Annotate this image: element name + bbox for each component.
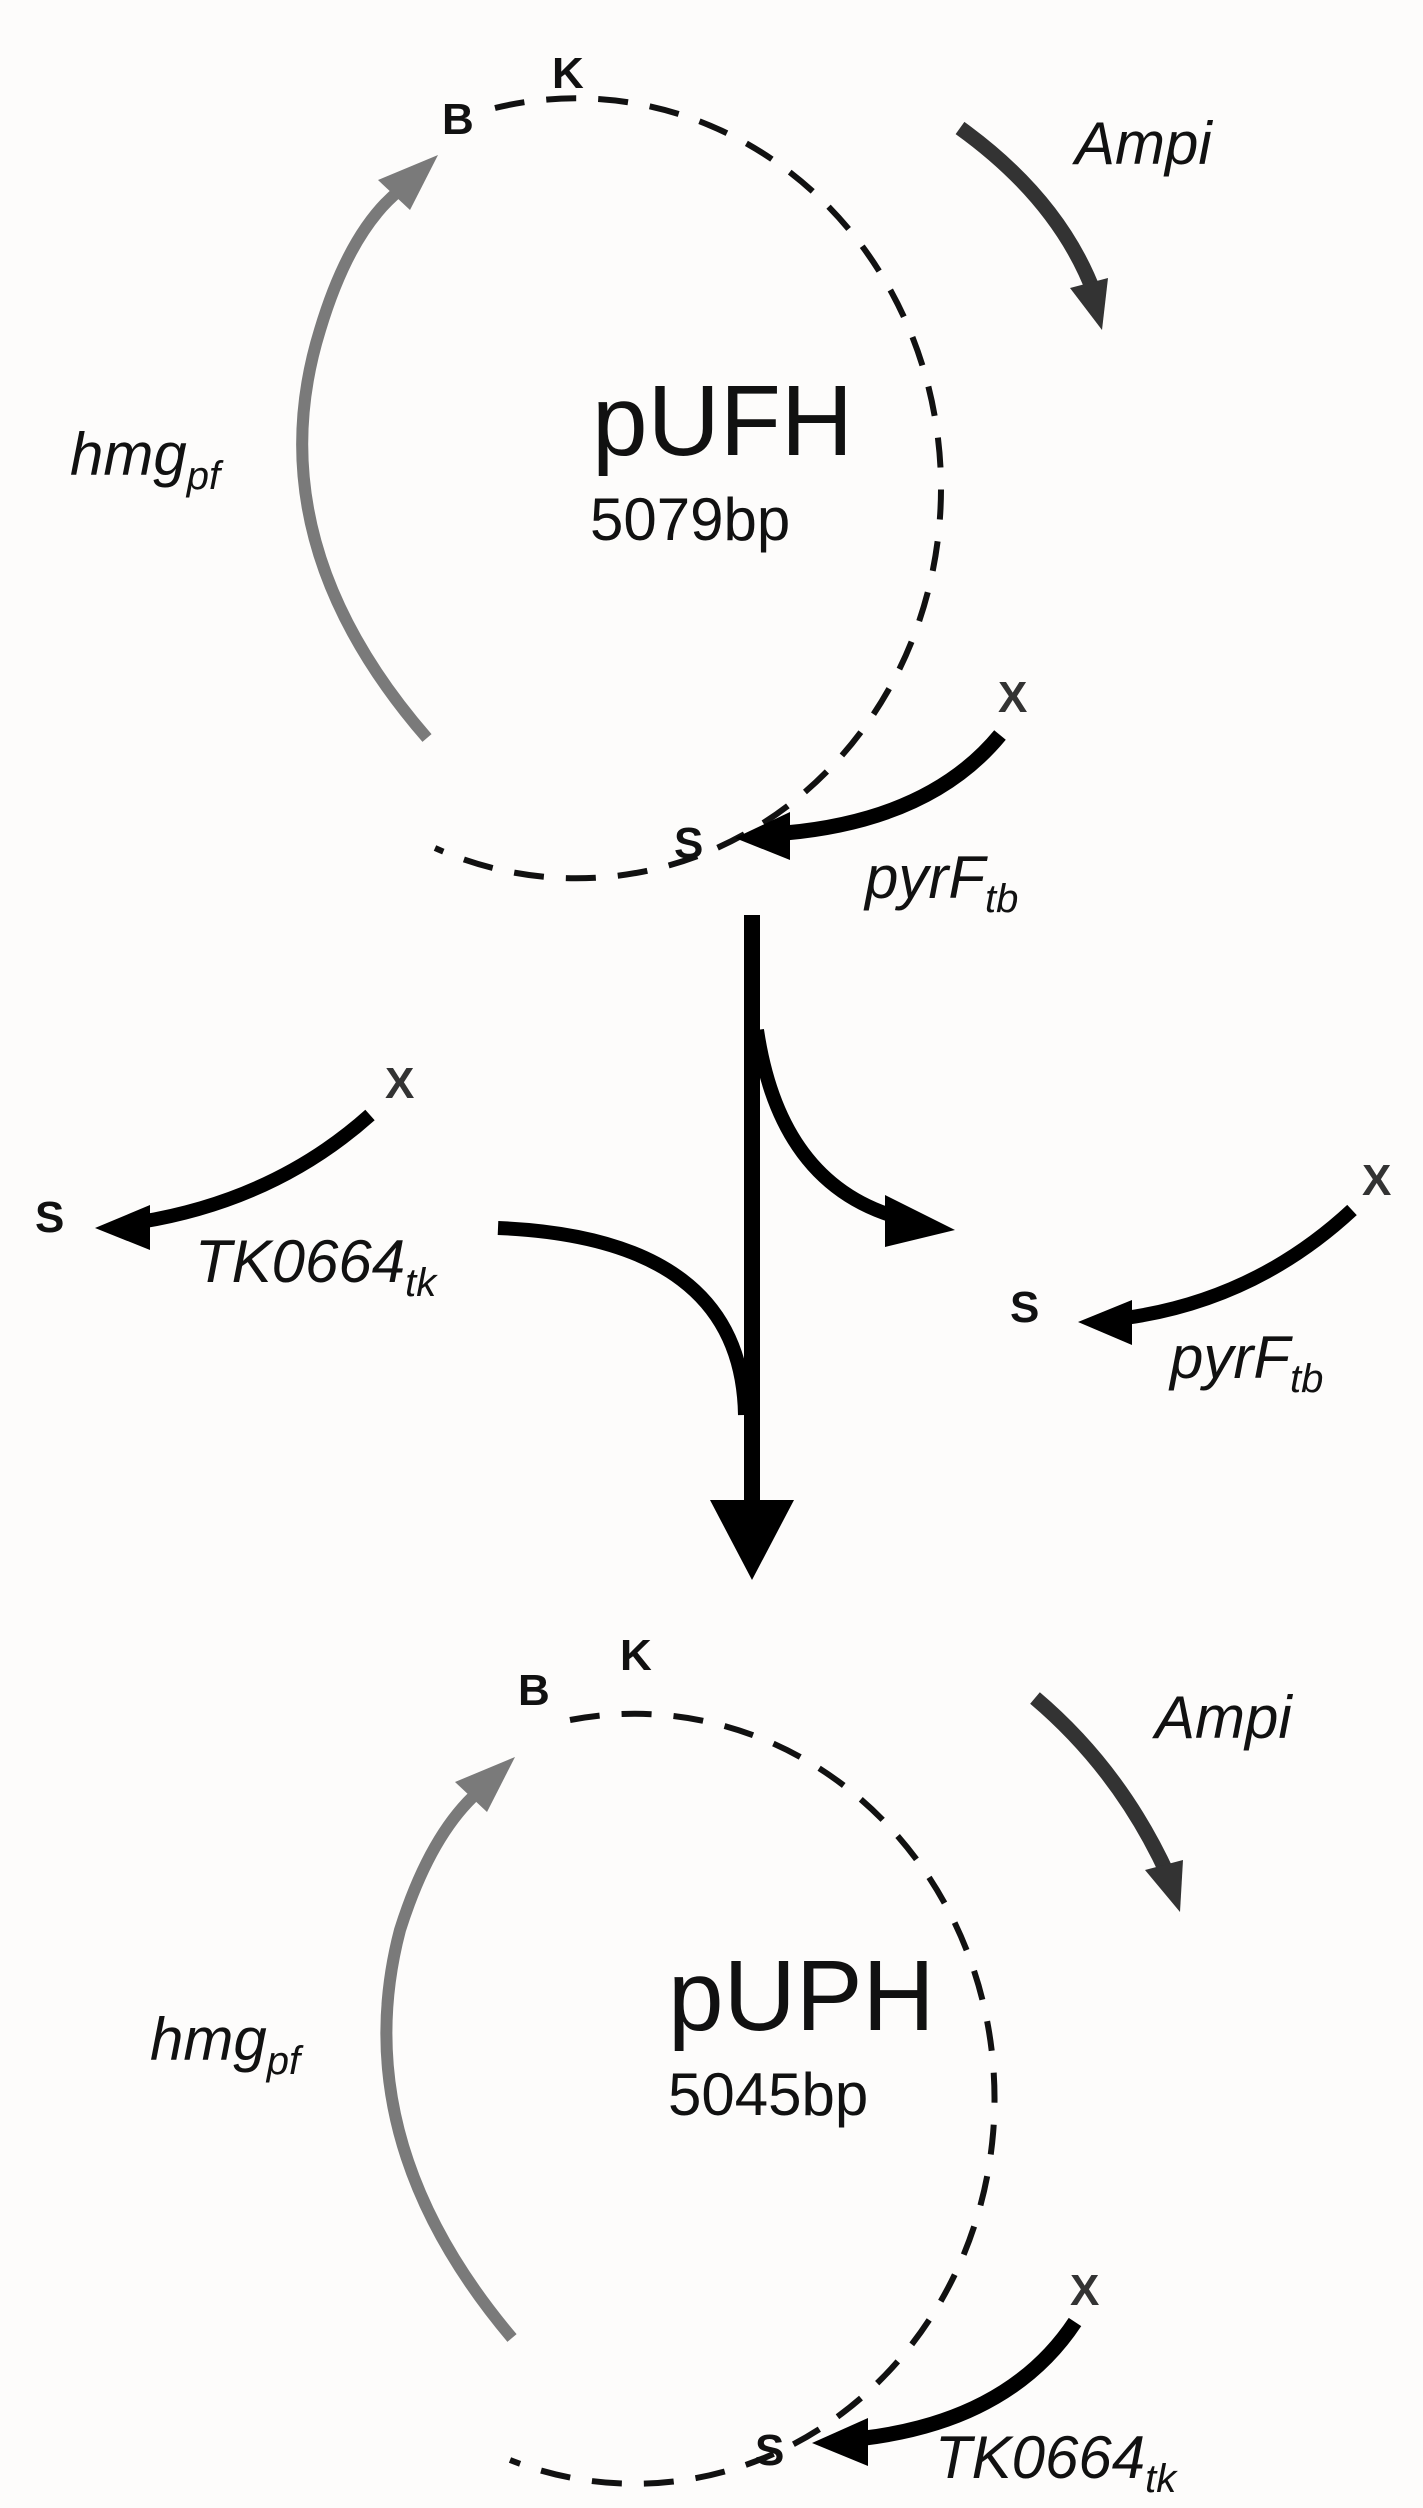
pufh-site-b: B <box>442 95 474 144</box>
puph-backbone-dashed <box>508 1710 998 2487</box>
pyrf-fragment-arrowhead <box>1078 1300 1132 1345</box>
puph-site-s: S <box>755 2426 784 2475</box>
tk0664-fragment-site-x: X <box>385 1059 414 1108</box>
excision-curve-arrowhead <box>885 1195 955 1247</box>
puph-ampi-arrow-shaft <box>1030 1692 1175 1879</box>
flow-arrows <box>497 915 955 1580</box>
puph-site-k: K <box>620 1631 652 1680</box>
pufh-pyrf-arrowhead <box>735 812 790 860</box>
puph-name: pUPH <box>668 1940 935 2052</box>
pufh-site-k: K <box>552 49 584 98</box>
pufh-size: 5079bp <box>590 486 790 553</box>
fragment-pyrf: X S pyrFtb <box>1010 1156 1391 1401</box>
pufh-site-x: X <box>998 673 1027 722</box>
tk0664-fragment-site-s: S <box>35 1193 64 1242</box>
puph-tk0664-arrow-shaft <box>864 2317 1082 2446</box>
pyrf-fragment-site-s: S <box>1010 1283 1039 1332</box>
pufh-ampi-label: Ampi <box>1072 110 1213 177</box>
pufh-pyrf-arrow-shaft <box>784 730 1006 841</box>
tk0664-fragment-label: TK0664tk <box>195 1228 438 1305</box>
puph-hmg-label: hmgpf <box>150 2006 304 2083</box>
insertion-curve-arrow <box>497 1221 752 1416</box>
pyrf-fragment-label: pyrFtb <box>1168 1324 1323 1401</box>
pyrf-fragment-arrow-shaft <box>1124 1204 1357 1325</box>
pufh-site-s: S <box>674 819 703 868</box>
puph-site-b: B <box>518 1666 550 1715</box>
plasmid-pufh: B K X S Ampi hmgpf pyrFtb pUFH 5079bp <box>70 49 1213 921</box>
puph-site-x: X <box>1070 2266 1099 2315</box>
puph-tk0664-arrowhead <box>812 2418 868 2466</box>
puph-hmg-arrowhead <box>455 1757 515 1812</box>
excision-curve-arrow-shaft <box>750 1028 902 1225</box>
pufh-hmg-label: hmgpf <box>70 421 224 498</box>
pufh-hmg-arrowhead <box>378 155 438 210</box>
puph-ampi-label: Ampi <box>1152 1684 1293 1751</box>
puph-ampi-arrowhead <box>1145 1860 1183 1912</box>
puph-hmg-arrow-shaft <box>380 1787 517 2342</box>
puph-size: 5045bp <box>668 2061 868 2128</box>
pufh-hmg-arrow-shaft <box>296 185 432 742</box>
pufh-backbone-dashed <box>433 95 944 882</box>
pyrf-fragment-site-x: X <box>1362 1156 1391 1205</box>
pufh-name: pUFH <box>592 365 853 477</box>
fragment-tk0664: X S TK0664tk <box>35 1059 438 1305</box>
pufh-ampi-arrowhead <box>1070 278 1108 330</box>
tk0664-fragment-arrow-shaft <box>138 1109 375 1229</box>
puph-tk0664-label: TK0664tk <box>935 2424 1178 2501</box>
main-down-arrowhead <box>710 1500 794 1580</box>
pufh-ampi-arrow-shaft <box>955 121 1103 298</box>
tk0664-fragment-arrowhead <box>95 1205 150 1250</box>
plasmid-puph: B K X S Ampi hmgpf TK0664tk pUPH 5045bp <box>150 1631 1293 2501</box>
pufh-pyrf-label: pyrFtb <box>863 844 1018 921</box>
